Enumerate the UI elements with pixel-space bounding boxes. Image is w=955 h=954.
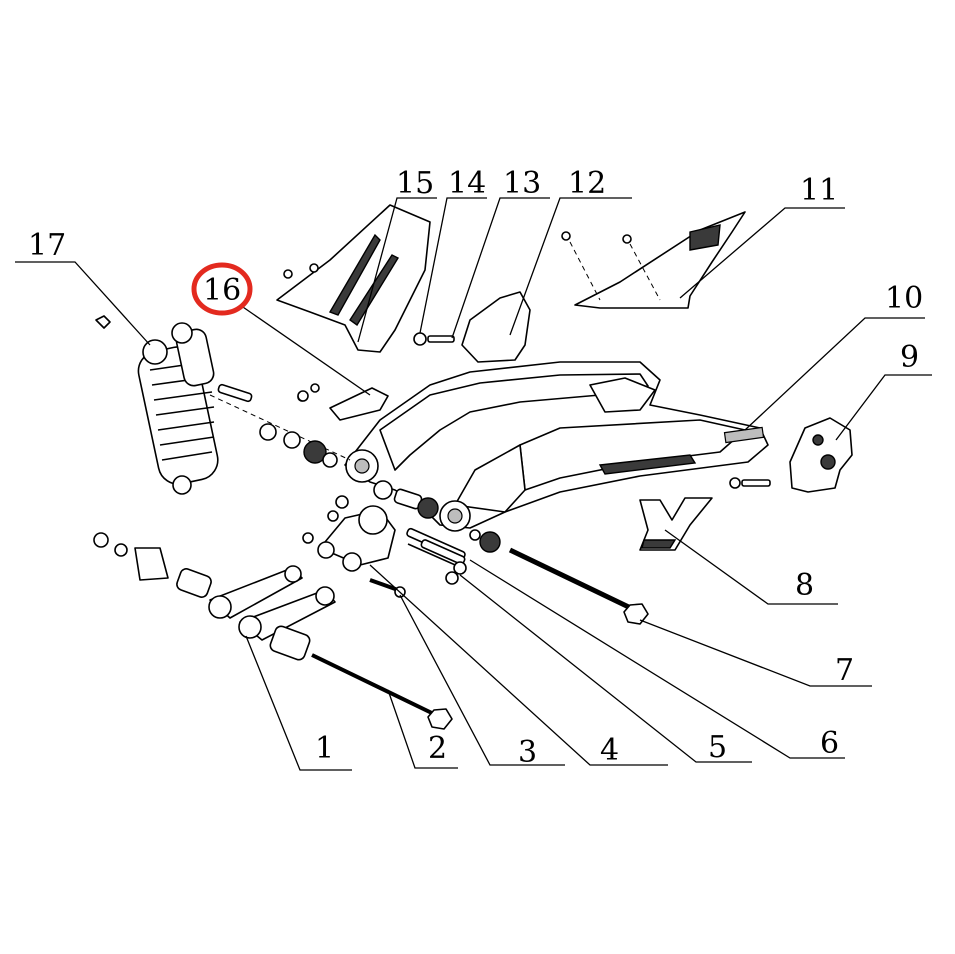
callout-17: 17 — [28, 228, 66, 263]
callout-8: 8 — [795, 568, 814, 603]
chain-slider-part — [329, 387, 389, 421]
hugger-mudguard — [276, 204, 431, 353]
callout-16: 16 — [203, 273, 241, 308]
parts-layer — [93, 204, 853, 730]
callout-2: 2 — [428, 731, 447, 766]
callout-14: 14 — [448, 166, 486, 201]
leader-lines — [15, 197, 932, 771]
bolt-and-nut — [413, 332, 455, 346]
highlight-ring — [191, 262, 253, 316]
linkage-rocker — [302, 495, 396, 572]
bracket-plate — [461, 291, 531, 363]
callout-7: 7 — [835, 653, 854, 688]
lower-bolt-and-spacers — [93, 532, 453, 730]
rear-shock-absorber — [95, 315, 219, 495]
callout-5: 5 — [708, 730, 727, 765]
bearings-and-spacers — [209, 383, 501, 553]
callout-1: 1 — [315, 731, 334, 766]
callout-labels: 1 2 3 4 5 6 7 8 9 10 11 12 13 14 15 16 1… — [28, 166, 923, 770]
callout-15: 15 — [396, 166, 434, 201]
chain-adjuster-plate — [729, 417, 853, 493]
callout-12: 12 — [568, 166, 606, 201]
chain-guide — [639, 497, 713, 551]
chain-guard — [561, 211, 746, 309]
callout-3: 3 — [518, 735, 537, 770]
callout-13: 13 — [503, 166, 541, 201]
callout-6: 6 — [820, 726, 839, 761]
swingarm — [344, 361, 769, 532]
dog-bone-links — [208, 565, 336, 641]
callout-10: 10 — [885, 281, 923, 316]
long-bolts — [369, 527, 649, 625]
callout-11: 11 — [800, 173, 838, 208]
callout-9: 9 — [900, 340, 919, 375]
callout-4: 4 — [600, 733, 619, 768]
